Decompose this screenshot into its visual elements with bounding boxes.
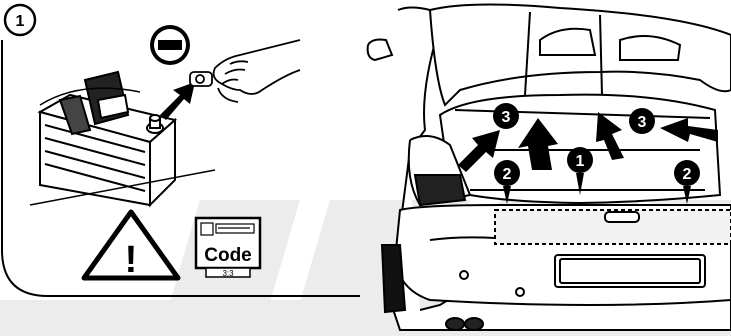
radio-code-icon: Code 3:3: [194, 216, 262, 278]
ground-line: [29, 169, 216, 206]
car-arrows: [458, 112, 718, 172]
arrow-icon-1: [458, 130, 500, 172]
callout-3a-number: 3: [502, 109, 511, 126]
callout-1: 1: [567, 147, 593, 195]
arrow-icon-2: [518, 118, 558, 170]
step-badge: 1: [3, 3, 37, 37]
radio-code-label: Code: [204, 245, 252, 266]
warning-triangle-icon: !: [81, 209, 181, 281]
radio-code-sublabel: 3:3: [222, 269, 234, 278]
hand-icon: [189, 39, 301, 103]
arrow-icon: [160, 82, 195, 120]
negative-terminal-icon: [150, 25, 190, 65]
battery-cable: [39, 87, 141, 106]
callout-2b-number: 2: [683, 166, 692, 183]
callout-3b: 3: [629, 108, 655, 134]
callout-2a-number: 2: [503, 166, 512, 183]
step-badge-number: 1: [16, 13, 25, 30]
callout-3b-number: 3: [638, 114, 647, 131]
callout-2a: 2: [494, 160, 520, 204]
warning-symbol: !: [125, 239, 138, 281]
callout-3a: 3: [493, 103, 519, 129]
panel-frame: [1, 40, 360, 297]
battery-icon: [37, 70, 178, 208]
arrow-icon-3: [596, 112, 624, 160]
callout-2b: 2: [674, 160, 700, 204]
arrow-icon-4: [660, 118, 718, 142]
callout-1-number: 1: [576, 153, 585, 170]
